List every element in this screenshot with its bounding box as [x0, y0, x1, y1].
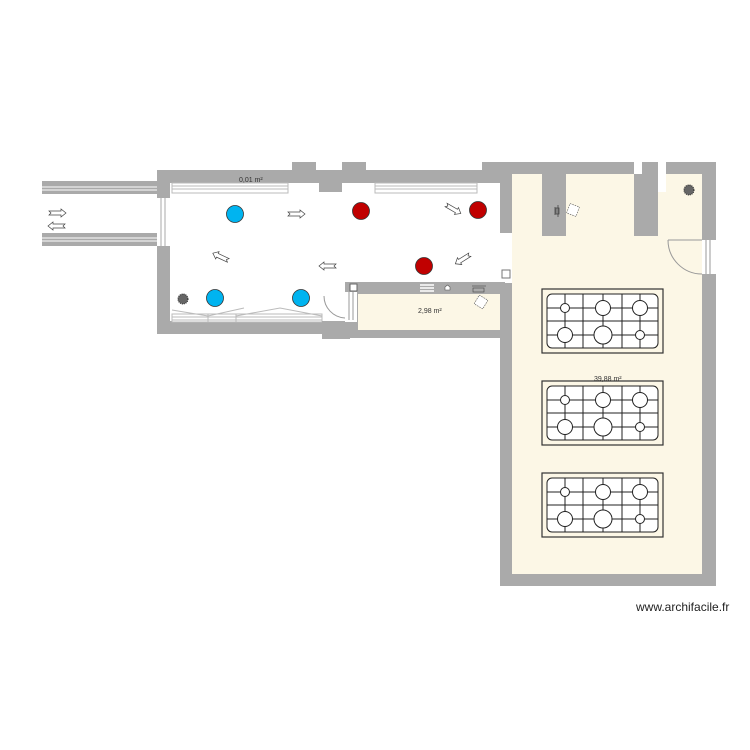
- red-light-icon: [469, 201, 487, 219]
- blue-light-icon: [226, 205, 244, 223]
- vent-icon: [444, 284, 451, 291]
- chair-icon: [566, 203, 580, 217]
- stove-2[interactable]: [541, 380, 664, 446]
- red-light-icon: [352, 202, 370, 220]
- faucet-icon: [554, 205, 560, 217]
- blue-light-icon: [206, 289, 224, 307]
- outlet-icon: [472, 285, 486, 293]
- smoke-detector-icon: [177, 293, 189, 305]
- red-light-icon: [415, 257, 433, 275]
- switch-icon: [501, 269, 511, 279]
- chair-icon: [473, 294, 489, 310]
- entrance-walls: [42, 181, 170, 246]
- kitchen-door[interactable]: [667, 239, 716, 275]
- smoke-detector-icon: [683, 184, 695, 196]
- blue-light-icon: [292, 289, 310, 307]
- corridor-area-label: 0,01 m²: [239, 177, 263, 184]
- ceiling-lights: [206, 201, 487, 307]
- radiator-icon: [420, 284, 434, 292]
- kitchen-area-label: 39,88 m²: [594, 376, 622, 383]
- watermark: www.archifacile.fr: [636, 600, 730, 614]
- arrow-right-icon: [48, 208, 67, 218]
- storage-area-label: 2,98 m²: [418, 308, 442, 315]
- storage-door[interactable]: [323, 292, 357, 322]
- arrow-left-icon: [47, 221, 66, 231]
- kitchen-room[interactable]: [500, 162, 716, 586]
- stove-1[interactable]: [541, 288, 664, 354]
- stove-3[interactable]: [541, 472, 664, 538]
